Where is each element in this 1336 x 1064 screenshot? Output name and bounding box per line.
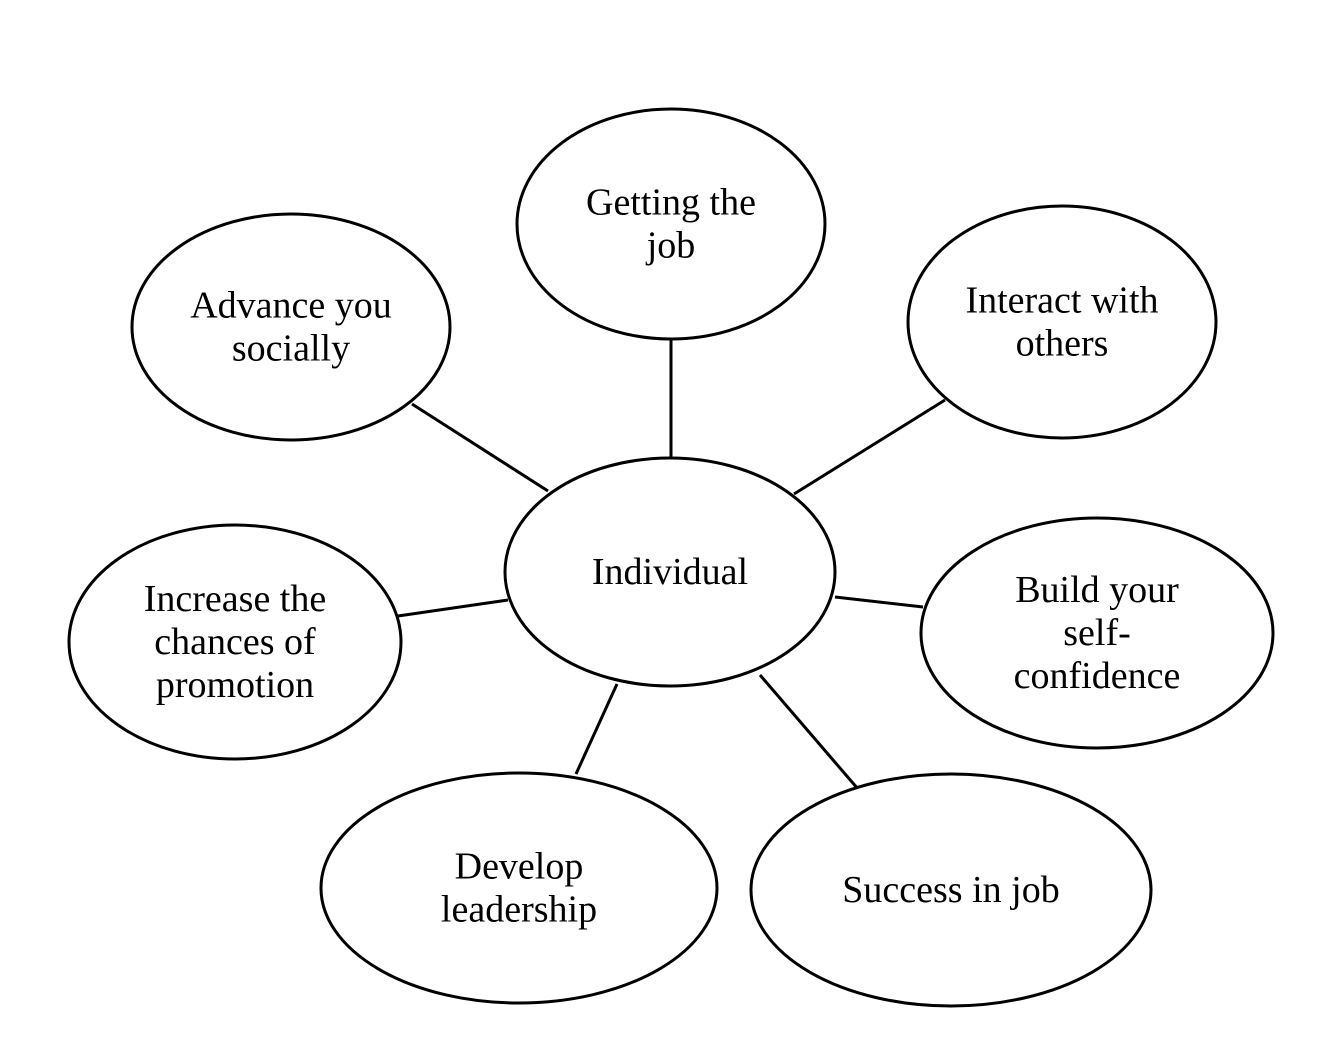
node-develop-leadership-label-line-1: Develop xyxy=(455,846,584,888)
connectors xyxy=(397,338,946,790)
connector-increase-promotion xyxy=(397,598,509,618)
connector-advance-socially xyxy=(411,402,549,493)
connector-interact-with-others xyxy=(793,398,946,496)
node-advance-socially-label-line-1: Advance you xyxy=(190,285,392,327)
node-advance-socially-label-line-2: socially xyxy=(232,328,350,370)
node-increase-promotion-label-line-1: Increase the xyxy=(144,578,327,620)
node-build-self-confidence-ellipse xyxy=(919,516,1275,750)
node-success-in-job-label-line-1: Success in job xyxy=(842,869,1059,911)
node-center-label-line-1: Individual xyxy=(592,551,748,593)
connector-build-self-confidence xyxy=(834,595,924,609)
node-getting-the-job-label-line-1: Getting the xyxy=(586,182,756,224)
node-interact-with-others-label-line-1: Interact with xyxy=(965,280,1158,322)
connector-success-in-job xyxy=(758,674,860,790)
node-build-self-confidence-label-line-1: Build your xyxy=(1015,569,1179,611)
node-develop-leadership-label-line-2: leadership xyxy=(441,889,597,931)
node-increase-promotion-label-line-2: chances of xyxy=(154,621,316,663)
node-center-ellipse xyxy=(503,456,837,688)
node-increase-promotion-ellipse xyxy=(67,523,403,761)
node-build-self-confidence-label-line-2: self- xyxy=(1063,612,1131,654)
node-advance-socially-ellipse xyxy=(130,212,452,442)
connector-develop-leadership xyxy=(574,683,619,775)
node-interact-with-others-ellipse xyxy=(906,204,1218,440)
node-success-in-job: Success in job xyxy=(749,772,1153,1008)
node-success-in-job-ellipse xyxy=(749,772,1153,1008)
node-build-self-confidence-label-line-3: confidence xyxy=(1014,655,1181,697)
node-develop-leadership-ellipse xyxy=(319,771,719,1005)
node-increase-promotion-label-line-3: promotion xyxy=(156,664,314,706)
node-getting-the-job-label-line-2: job xyxy=(645,225,696,267)
node-center-individual: Individual xyxy=(503,456,837,688)
node-interact-with-others-label-line-2: others xyxy=(1016,323,1109,365)
node-getting-the-job-ellipse xyxy=(515,107,827,341)
